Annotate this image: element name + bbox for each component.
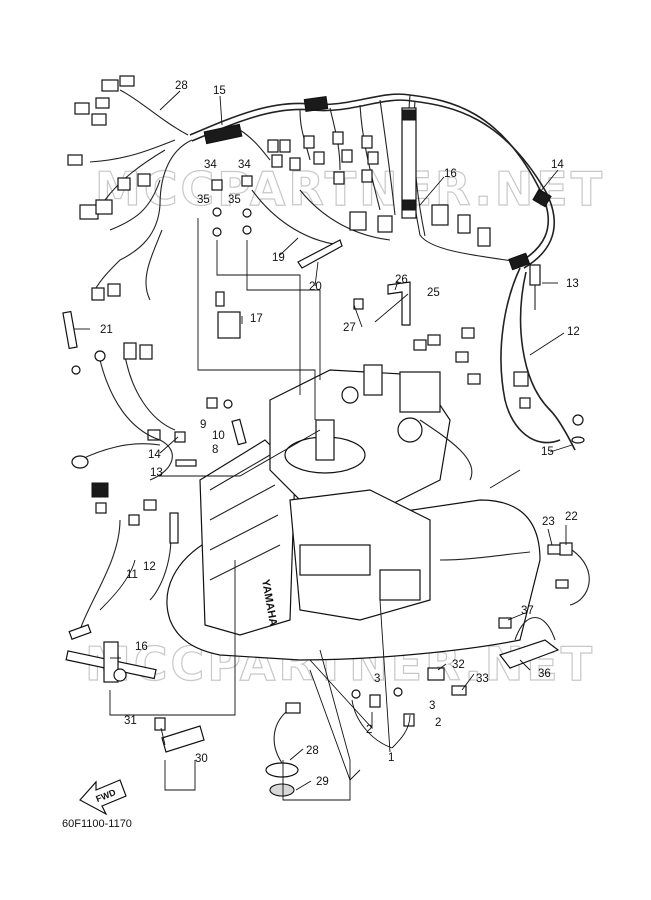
callout-14: 13 xyxy=(566,278,579,290)
callout-33: 33 xyxy=(476,673,489,685)
callout-labels: 28 15 14 16 34 34 35 35 19 20 26 25 13 1… xyxy=(100,80,580,788)
part-23-24-wire xyxy=(547,542,590,606)
part-32-33 xyxy=(427,667,467,696)
callout-34-right: 34 xyxy=(238,159,251,171)
part-30-bracket xyxy=(154,717,205,753)
callout-5: 9 xyxy=(200,419,206,431)
callout-25: 25 xyxy=(427,287,440,299)
callout-15: 14 xyxy=(551,159,564,171)
callout-6: 10 xyxy=(212,430,225,442)
part-25-26 xyxy=(353,281,411,326)
callout-18: 17 xyxy=(250,313,263,325)
callout-1: 1 xyxy=(388,752,394,764)
part-22-clip xyxy=(62,310,78,350)
callout-29: 29 xyxy=(316,776,329,788)
callout-12: 16 xyxy=(135,641,148,653)
callout-11: 15 xyxy=(541,446,554,458)
callout-3-lower: 3 xyxy=(429,700,435,712)
callout-24: 23 xyxy=(542,516,555,528)
misc-bolts xyxy=(128,175,415,727)
callout-31: 31 xyxy=(124,715,137,727)
callout-7: 11 xyxy=(126,569,138,581)
callout-27: 27 xyxy=(343,322,356,334)
part-28-29-grommet xyxy=(265,702,301,797)
part-18 xyxy=(215,291,241,339)
callout-36: 36 xyxy=(538,668,551,680)
part-12-holder xyxy=(65,641,157,683)
callout-32: 32 xyxy=(452,659,465,671)
main-harness xyxy=(89,89,556,301)
callout-28: 28 xyxy=(306,745,319,757)
callout-26: 26 xyxy=(395,274,408,286)
callout-10: 14 xyxy=(148,449,161,461)
callout-13: 12 xyxy=(567,326,580,338)
connector-group xyxy=(67,75,531,514)
callout-8: 12 xyxy=(143,561,156,573)
part-21 xyxy=(297,239,343,269)
part-36-37-plate xyxy=(498,616,560,669)
callout-22: 21 xyxy=(100,324,113,336)
callout-37: 37 xyxy=(521,605,534,617)
callout-2-left: 2 xyxy=(366,724,372,736)
callout-19: 28 xyxy=(175,80,188,92)
drawing-code: 60F1100-1170 xyxy=(62,818,132,830)
callout-2-right: 2 xyxy=(435,717,441,729)
left-lead-wires xyxy=(68,342,179,640)
callout-21: 20 xyxy=(309,281,322,293)
callout-23: 22 xyxy=(565,511,578,523)
callout-30: 30 xyxy=(195,753,208,765)
engine-assembly: YAMAHA xyxy=(166,364,541,661)
callout-4: 8 xyxy=(212,444,218,456)
callout-16: 15 xyxy=(213,85,226,97)
callout-20: 19 xyxy=(272,252,285,264)
forward-arrow: FWD xyxy=(79,779,127,816)
callout-35-left: 35 xyxy=(197,194,210,206)
part-14-13 xyxy=(500,264,585,451)
watermark-top: MCCPARTNER.NET xyxy=(95,162,605,216)
callout-9: 13 xyxy=(150,467,163,479)
callout-3-upper: 3 xyxy=(374,673,380,685)
callout-17: 16 xyxy=(444,168,457,180)
leader-lines xyxy=(74,90,573,801)
callout-35-right: 35 xyxy=(228,194,241,206)
callout-34-left: 34 xyxy=(204,159,217,171)
